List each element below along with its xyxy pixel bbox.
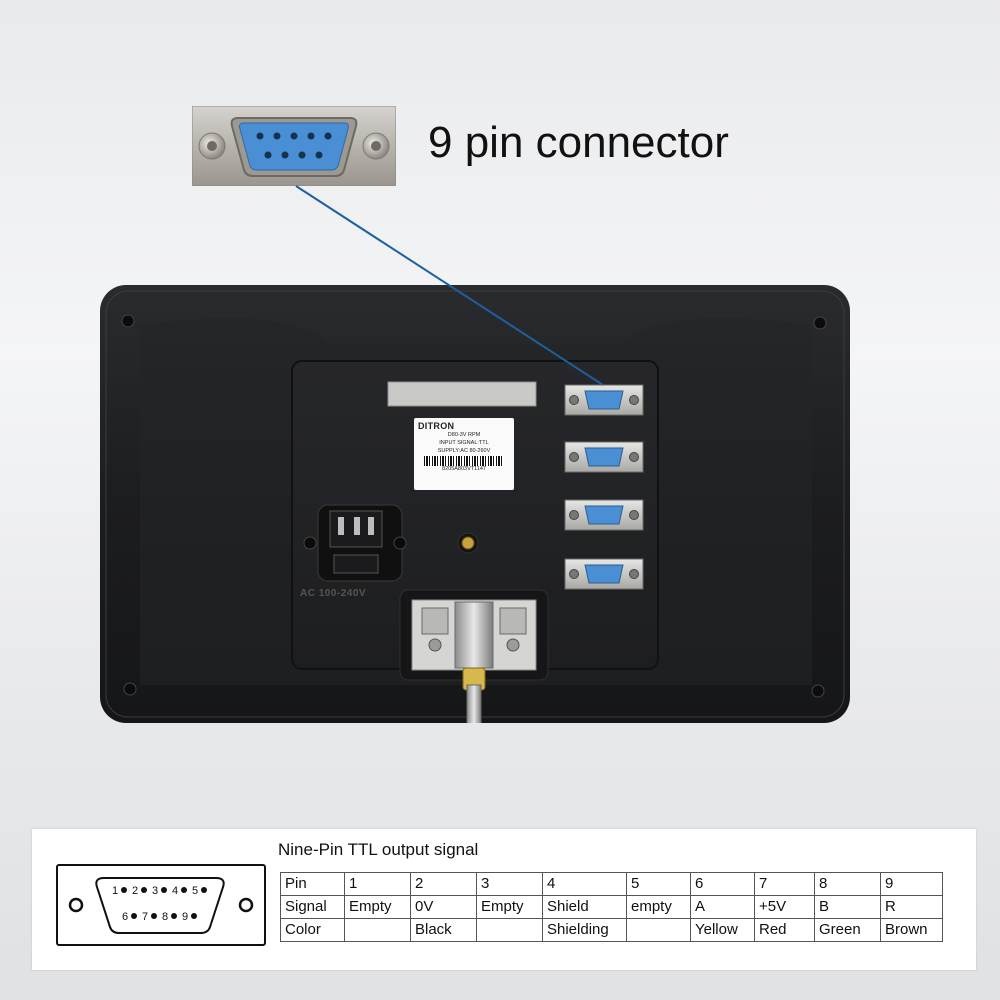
table-cell: 2 <box>410 872 477 896</box>
dro-device-rear-view <box>100 285 850 723</box>
table-cell: 9 <box>880 872 943 896</box>
table-cell: R <box>880 895 943 919</box>
pinout-table: Pin 1 2 3 4 5 6 7 8 9 Signal Empty 0V Em… <box>280 872 943 942</box>
table-cell: 4 <box>542 872 627 896</box>
table-cell: +5V <box>754 895 815 919</box>
diagram-pin-label: 3 <box>152 885 158 897</box>
table-cell: Brown <box>880 918 943 942</box>
table-cell: 8 <box>814 872 881 896</box>
ac-voltage-marking: AC 100-240V <box>300 588 367 599</box>
table-cell: Empty <box>476 895 543 919</box>
diagram-pin-label: 8 <box>162 911 168 923</box>
table-cell: Green <box>814 918 881 942</box>
table-cell <box>344 918 411 942</box>
label-input-signal: INPUT SIGNAL:TTL <box>439 440 489 446</box>
product-label-sticker: DITRON D80-3V RPM INPUT SIGNAL:TTL SUPPL… <box>414 418 514 490</box>
table-cell: Shield <box>542 895 627 919</box>
table-cell: 0V <box>410 895 477 919</box>
table-row-color: Color Black Shielding Yellow Red Green B… <box>280 918 943 942</box>
table-cell: 5 <box>626 872 691 896</box>
table-cell: 1 <box>344 872 411 896</box>
table-row-pin: Pin 1 2 3 4 5 6 7 8 9 <box>280 872 943 896</box>
db9-pinout-diagram: 1 2 3 4 5 6 7 8 9 <box>56 864 266 946</box>
table-cell: Empty <box>344 895 411 919</box>
table-cell <box>476 918 543 942</box>
table-cell: Yellow <box>690 918 755 942</box>
diagram-pin-label: 1 <box>112 885 118 897</box>
label-supply: SUPPLY:AC 80-260V <box>437 448 491 454</box>
table-cell: 6 <box>690 872 755 896</box>
table-cell: Black <box>410 918 477 942</box>
db9-connector-photo <box>192 106 396 186</box>
diagram-pin-label: 2 <box>132 885 138 897</box>
diagram-pin-label: 4 <box>172 885 178 897</box>
headline-9-pin-connector: 9 pin connector <box>428 118 729 167</box>
table-cell: 3 <box>476 872 543 896</box>
table-cell: A <box>690 895 755 919</box>
table-cell: Color <box>280 918 345 942</box>
pinout-title: Nine-Pin TTL output signal <box>278 840 479 859</box>
table-cell: Red <box>754 918 815 942</box>
barcode <box>424 456 504 466</box>
table-cell: 7 <box>754 872 815 896</box>
table-cell <box>626 918 691 942</box>
table-row-signal: Signal Empty 0V Empty Shield empty A +5V… <box>280 895 943 919</box>
diagram-pin-label: 5 <box>192 885 198 897</box>
table-cell: Pin <box>280 872 345 896</box>
table-cell: Shielding <box>542 918 627 942</box>
diagram-pin-label: 7 <box>142 911 148 923</box>
label-serial: 8205A803VT1147 <box>442 466 486 472</box>
table-cell: empty <box>626 895 691 919</box>
label-model: D80-3V RPM <box>447 432 481 438</box>
table-cell: B <box>814 895 881 919</box>
label-brand: DITRON <box>418 421 455 431</box>
diagram-pin-label: 6 <box>122 911 128 923</box>
table-cell: Signal <box>280 895 345 919</box>
diagram-pin-label: 9 <box>182 911 188 923</box>
